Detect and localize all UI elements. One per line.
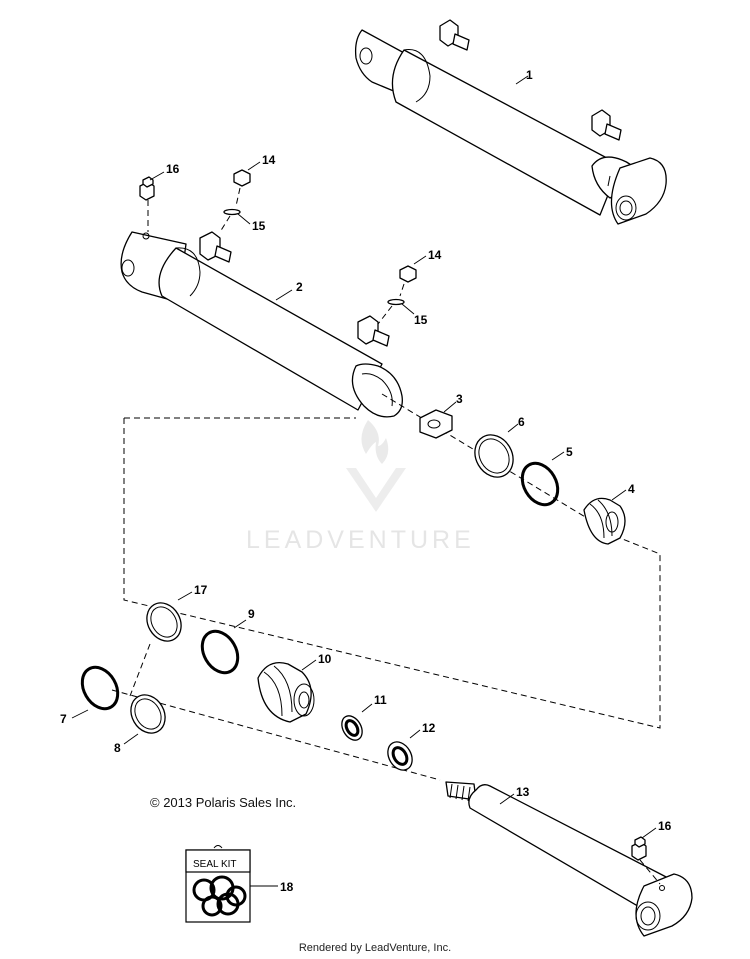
callout-5: 5 (566, 445, 573, 459)
watermark-text: LEADVENTURE (246, 526, 475, 554)
o-ring-part-7 (80, 665, 120, 711)
callout-12: 12 (422, 721, 436, 735)
callout-2: 2 (296, 280, 303, 294)
copyright-notice: © 2013 Polaris Sales Inc. (150, 795, 297, 810)
seal-part-11 (341, 715, 363, 741)
plug-part-14 (233, 169, 251, 187)
callout-11: 11 (374, 693, 387, 707)
callout-18: 18 (280, 880, 294, 894)
seal-kit-label: SEAL KIT (193, 859, 237, 870)
callout-7: 7 (60, 712, 67, 726)
seal-part-12 (387, 741, 413, 771)
cylinder-tube-part-2 (120, 231, 403, 418)
backup-ring-part-8 (130, 694, 166, 734)
callout-16-second: 16 (658, 819, 672, 833)
o-ring-part-15 (223, 208, 241, 216)
callout-14: 14 (262, 153, 276, 167)
grease-fitting-part-16-second (631, 836, 647, 861)
callout-15-second: 15 (414, 313, 428, 327)
callout-8: 8 (114, 741, 121, 755)
backup-ring-part-6 (474, 434, 514, 478)
backup-ring-part-17 (146, 602, 182, 642)
callout-10: 10 (318, 652, 332, 666)
plug-part-14-second (399, 265, 417, 283)
leadventure-watermark: LEADVENTURE (246, 420, 475, 554)
o-ring-part-9 (200, 629, 240, 675)
hex-nut-part-3 (419, 409, 453, 439)
piston-part-10 (257, 661, 315, 723)
o-ring-part-5 (520, 461, 560, 507)
callout-13: 13 (516, 785, 530, 799)
cylinder-assembly-part-1 (354, 19, 667, 225)
render-credit: Rendered by LeadVenture, Inc. (298, 942, 452, 954)
callout-6: 6 (518, 415, 525, 429)
assembly-path-dashed (123, 418, 661, 729)
callout-9: 9 (248, 607, 255, 621)
piston-rod-part-13 (445, 781, 693, 937)
grease-fitting-part-16 (139, 176, 155, 201)
piston-part-4 (583, 497, 626, 545)
callout-3: 3 (456, 392, 463, 406)
callout-16: 16 (166, 162, 180, 176)
o-ring-part-15-second (387, 298, 405, 306)
callout-1: 1 (526, 68, 533, 82)
seal-kit-part-18: SEAL KIT (185, 845, 251, 923)
callout-17: 17 (194, 583, 208, 597)
callout-15: 15 (252, 219, 266, 233)
callout-4: 4 (628, 482, 635, 496)
callout-14-second: 14 (428, 248, 442, 262)
